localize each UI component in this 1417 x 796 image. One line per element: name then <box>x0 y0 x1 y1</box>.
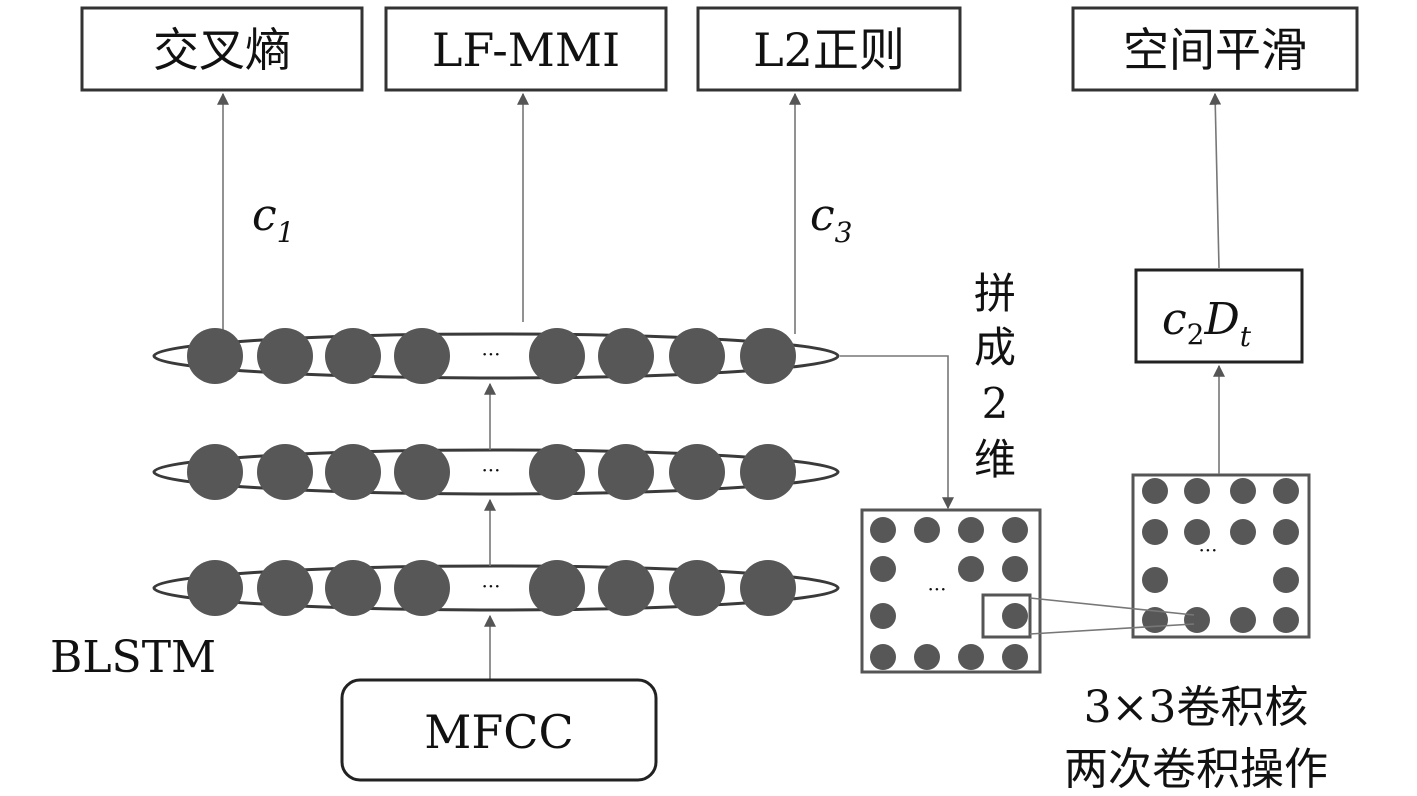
grid-node <box>1273 567 1299 593</box>
layer-ellipsis: ··· <box>481 342 500 366</box>
cross-entropy-label: 交叉熵 <box>153 23 291 77</box>
blstm-node <box>740 560 796 616</box>
grid-node <box>1142 478 1168 504</box>
layer-capsule <box>152 448 840 496</box>
grid-node <box>1184 478 1210 504</box>
arrow-to-reshape-grid <box>840 355 954 510</box>
grid-node <box>1002 644 1028 670</box>
blstm-node <box>187 444 243 500</box>
l2-regularization-label: L2正则 <box>753 23 905 77</box>
weight-c3: c3 <box>810 190 852 249</box>
grid-node <box>1002 603 1028 629</box>
weight-c1: c1 <box>252 190 294 249</box>
grid-node <box>1002 556 1028 582</box>
blstm-node <box>598 444 654 500</box>
grid-node <box>958 517 984 543</box>
blstm-node <box>394 560 450 616</box>
blstm-node <box>187 328 243 384</box>
grid-node <box>1230 478 1256 504</box>
blstm-node <box>325 328 381 384</box>
blstm-node <box>669 560 725 616</box>
blstm-node <box>669 328 725 384</box>
spatial-smoothing-label: 空间平滑 <box>1123 23 1307 77</box>
blstm-node <box>529 328 585 384</box>
grid-node <box>1142 519 1168 545</box>
grid-node <box>870 603 896 629</box>
c2dt-box: c2Dt <box>1134 268 1304 364</box>
convolved-feature-grid: ··· <box>1131 473 1311 639</box>
blstm-node <box>529 444 585 500</box>
grid-node <box>958 556 984 582</box>
cross-entropy-box: 交叉熵 <box>80 6 364 92</box>
reshape-2d-label: 拼 成 2 维 <box>974 269 1016 484</box>
c2dt-label: c2Dt <box>1162 294 1252 353</box>
blstm-node <box>257 560 313 616</box>
reshaped-feature-grid: ··· <box>860 508 1042 674</box>
spatial-smoothing-box: 空间平滑 <box>1071 6 1359 92</box>
lf-mmi-box: LF-MMI <box>384 6 668 92</box>
blstm-node <box>325 444 381 500</box>
blstm-layers: ··· ··· ··· <box>152 328 840 616</box>
conv-grids: ··· ··· <box>860 473 1311 674</box>
grid-node <box>1184 607 1210 633</box>
conv-caption-line2: 两次卷积操作 <box>1064 744 1328 795</box>
grid-node <box>1273 519 1299 545</box>
grid-node <box>1273 607 1299 633</box>
blstm-node <box>257 444 313 500</box>
layer-ellipsis: ··· <box>481 574 500 598</box>
blstm-node <box>257 328 313 384</box>
blstm-node <box>187 560 243 616</box>
blstm-node <box>394 444 450 500</box>
grid-node <box>958 644 984 670</box>
grid-node <box>1230 519 1256 545</box>
reshape-char-1: 拼 <box>974 269 1016 318</box>
grid-ellipsis: ··· <box>1198 538 1217 562</box>
blstm-layer-3: ··· <box>152 328 840 384</box>
l2-regularization-box: L2正则 <box>696 6 962 92</box>
blstm-layer-2: ··· <box>152 444 840 500</box>
conv-caption-line1: 3×3卷积核 <box>1084 682 1309 733</box>
kernel-projection-bottom <box>1029 623 1195 635</box>
grid-node <box>1184 519 1210 545</box>
blstm-node <box>529 560 585 616</box>
grid-node <box>870 517 896 543</box>
grid-node <box>870 556 896 582</box>
blstm-node <box>394 328 450 384</box>
mfcc-label: MFCC <box>424 705 573 759</box>
blstm-node <box>598 328 654 384</box>
blstm-layer-1: ··· <box>152 560 840 616</box>
kernel-projection-top <box>1029 597 1195 616</box>
grid-node <box>914 644 940 670</box>
conv-kernel-window <box>981 593 1032 639</box>
blstm-node <box>325 560 381 616</box>
layer-capsule <box>152 564 840 612</box>
grid-node <box>1273 478 1299 504</box>
grid-node <box>914 517 940 543</box>
blstm-node <box>740 328 796 384</box>
blstm-node <box>669 444 725 500</box>
layer-ellipsis: ··· <box>481 458 500 482</box>
reshape-char-3: 2 <box>982 379 1009 428</box>
grid-node <box>870 644 896 670</box>
layer-capsule <box>152 332 840 380</box>
blstm-label: BLSTM <box>50 632 216 683</box>
blstm-node <box>740 444 796 500</box>
grid-node <box>1142 567 1168 593</box>
grid-ellipsis: ··· <box>927 577 946 601</box>
reshape-char-2: 成 <box>974 323 1016 372</box>
lf-mmi-label: LF-MMI <box>432 23 620 77</box>
reshape-char-4: 维 <box>974 435 1016 484</box>
arrow-to-spatial-smoothing <box>1209 92 1222 269</box>
mfcc-input-box: MFCC <box>340 678 658 782</box>
grid-node <box>1002 517 1028 543</box>
grid-node <box>1230 607 1256 633</box>
blstm-node <box>598 560 654 616</box>
